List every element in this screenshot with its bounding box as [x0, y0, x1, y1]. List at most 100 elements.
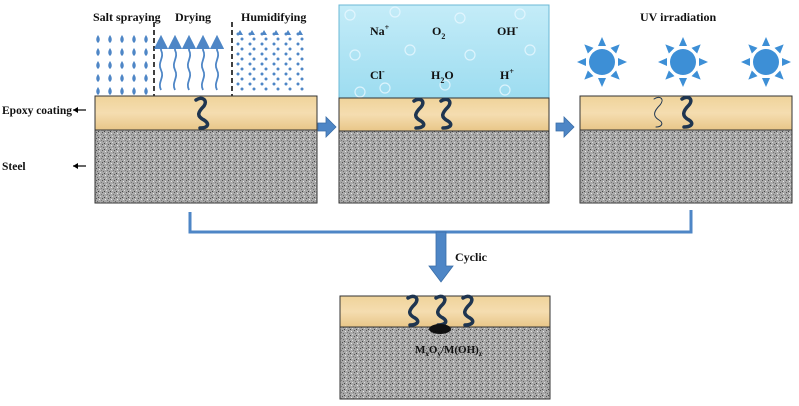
- humid-dot: [276, 67, 280, 71]
- humid-dot: [300, 77, 304, 81]
- droplet: [132, 35, 136, 43]
- humid-dot: [248, 52, 252, 56]
- humid-dot: [240, 77, 244, 81]
- panel-uv: UV irradiation: [577, 10, 793, 204]
- bubble: [354, 86, 366, 98]
- ion-hydroxide: OH-: [497, 23, 519, 38]
- droplet: [144, 87, 148, 95]
- humid-dot: [284, 52, 288, 56]
- bubble: [349, 49, 361, 61]
- humid-dot: [296, 62, 300, 66]
- humid-dot: [296, 72, 300, 76]
- droplet: [120, 87, 124, 95]
- step-drying: Drying: [175, 10, 211, 24]
- steel-layer: [94, 129, 318, 204]
- droplet: [96, 35, 100, 43]
- sun-ray: [665, 44, 675, 54]
- humid-dot: [236, 82, 240, 86]
- humid-dot: [248, 62, 252, 66]
- humid-dot: [260, 82, 264, 86]
- humid-dot: [272, 82, 276, 86]
- humid-dot: [272, 72, 276, 76]
- sun-ray: [610, 70, 620, 80]
- humid-dot: [276, 87, 280, 91]
- sun-ray: [762, 78, 770, 87]
- humid-dot: [276, 77, 280, 81]
- arrow-epoxy-head: [73, 107, 78, 113]
- bubble: [454, 12, 466, 24]
- sun-icon: [658, 37, 708, 87]
- droplet: [132, 61, 136, 69]
- step-salt-spraying: Salt spraying: [93, 10, 161, 24]
- droplet: [120, 48, 124, 56]
- steel-layer: [339, 326, 551, 400]
- humid-dot: [300, 47, 304, 51]
- droplet: [108, 48, 112, 56]
- sun-ray: [691, 44, 701, 54]
- cyclic-bracket: [188, 210, 693, 234]
- corrosion-product: [429, 324, 451, 334]
- humid-dot: [252, 67, 256, 71]
- panel-salt-dry-humid: Salt spraying Drying Humidifying: [93, 10, 318, 204]
- humid-dot: [252, 57, 256, 61]
- humid-arrowhead: [249, 30, 255, 35]
- bubble: [439, 79, 451, 91]
- sun-ray: [782, 58, 791, 66]
- humid-dot: [264, 67, 268, 71]
- humid-dot: [276, 57, 280, 61]
- sun-ray: [774, 70, 784, 80]
- sun-disc: [753, 49, 779, 75]
- droplet: [120, 61, 124, 69]
- humid-dot: [240, 37, 244, 41]
- humid-dot: [296, 42, 300, 46]
- label-corrosion-product: MxOy/M(OH)z: [415, 344, 482, 358]
- droplet: [144, 48, 148, 56]
- humid-arrowhead: [237, 30, 243, 35]
- sun-ray: [691, 70, 701, 80]
- water-bubbles: [344, 6, 536, 98]
- sun-ray: [679, 37, 687, 46]
- ion-sodium: Na+: [370, 23, 390, 38]
- humid-arrowhead: [297, 30, 303, 35]
- bubble: [379, 82, 391, 94]
- humid-arrowhead: [285, 30, 291, 35]
- sun-ray: [762, 37, 770, 46]
- coating-defect: [461, 294, 475, 327]
- humid-dot: [252, 37, 256, 41]
- droplet: [120, 35, 124, 43]
- droplet: [108, 87, 112, 95]
- coating-defect: [439, 97, 453, 130]
- droplet: [132, 48, 136, 56]
- sun-ray: [658, 58, 667, 66]
- humid-dot: [264, 37, 268, 41]
- droplet: [132, 74, 136, 82]
- sun-ray: [741, 58, 750, 66]
- drying-arrow: [167, 34, 183, 91]
- humidifying-dots: [236, 30, 304, 91]
- droplet: [108, 35, 112, 43]
- humid-dot: [252, 77, 256, 81]
- humid-dot: [284, 42, 288, 46]
- drying-arrow: [209, 34, 225, 91]
- label-steel: Steel: [2, 161, 26, 173]
- sun-ray: [584, 70, 594, 80]
- sun-ray: [598, 78, 606, 87]
- sun-ray: [610, 44, 620, 54]
- label-cyclic: Cyclic: [455, 250, 488, 264]
- sun-ray: [665, 70, 675, 80]
- process-arrow-2: [555, 116, 575, 138]
- sun-ray: [679, 78, 687, 87]
- humid-dot: [288, 37, 292, 41]
- bubble: [499, 84, 511, 96]
- sun-icon: [741, 37, 791, 87]
- humid-dot: [272, 52, 276, 56]
- sun-ray: [584, 44, 594, 54]
- humid-dot: [248, 82, 252, 86]
- coating-defect-thin: [653, 96, 663, 128]
- humid-dot: [248, 72, 252, 76]
- humid-dot: [284, 82, 288, 86]
- humid-dot: [300, 57, 304, 61]
- process-arrow-1: [317, 116, 337, 138]
- humid-dot: [240, 87, 244, 91]
